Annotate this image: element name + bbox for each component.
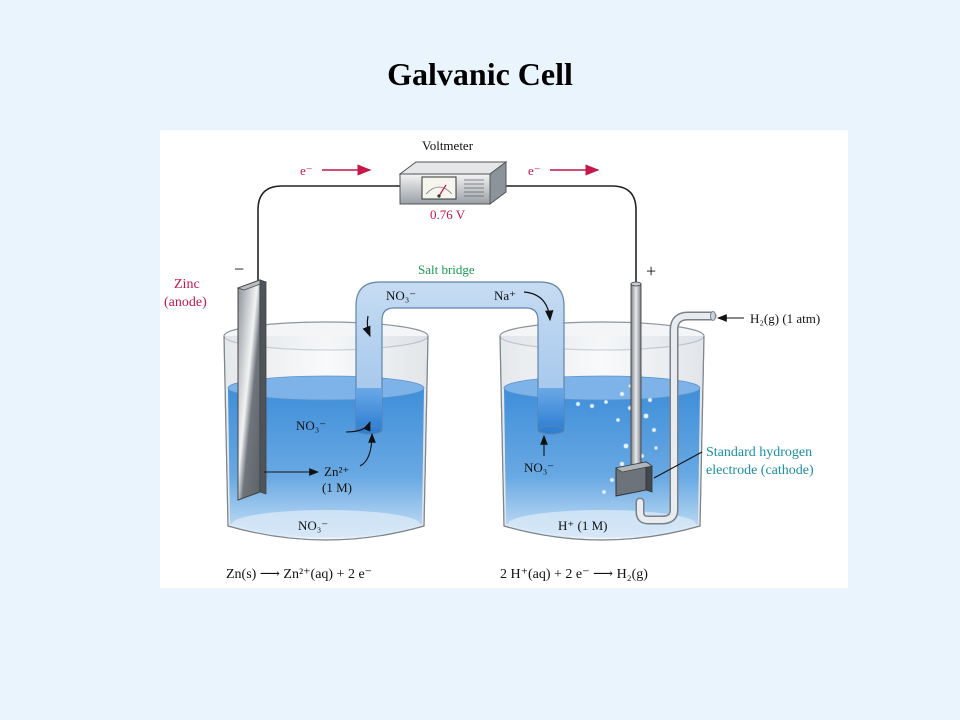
salt-bridge-anion: NO₃⁻ bbox=[386, 288, 416, 303]
left-concentration: (1 M) bbox=[322, 480, 352, 495]
hydrogen-electrode bbox=[615, 281, 653, 497]
salt-bridge-cation: Na⁺ bbox=[494, 288, 516, 303]
zinc-ion-to-bridge-arrow bbox=[359, 432, 376, 467]
galvanic-cell-diagram: Voltmeter 0.76 V e⁻ e⁻ − + Zinc (anode) bbox=[160, 130, 848, 588]
cathode-label-line2: electrode (cathode) bbox=[706, 463, 814, 478]
anode-half-reaction: Zn(s) ⟶ Zn²⁺(aq) + 2 e⁻ bbox=[226, 567, 372, 582]
salt-bridge-label: Salt bridge bbox=[418, 262, 475, 277]
zinc-label: Zinc bbox=[174, 277, 200, 292]
right-cation: H⁺ (1 M) bbox=[558, 518, 607, 533]
salt-bridge bbox=[355, 281, 565, 435]
left-anion-top: NO₃⁻ bbox=[296, 418, 326, 433]
right-anion: NO₃⁻ bbox=[524, 460, 554, 475]
electron-label-left: e⁻ bbox=[300, 163, 313, 178]
zinc-electrode bbox=[236, 279, 268, 501]
wire-left bbox=[257, 185, 400, 288]
cathode-pointer bbox=[653, 451, 703, 479]
diagram-canvas: Voltmeter 0.76 V e⁻ e⁻ − + Zinc (anode) bbox=[164, 138, 820, 582]
left-cation: Zn²⁺ bbox=[324, 464, 349, 479]
cathode-label-line1: Standard hydrogen bbox=[706, 445, 812, 460]
electron-label-right: e⁻ bbox=[528, 163, 541, 178]
voltmeter bbox=[398, 161, 508, 205]
left-anion-bottom: NO₃⁻ bbox=[298, 518, 328, 533]
hydrogen-gas-label: H₂(g) (1 atm) bbox=[750, 311, 820, 326]
voltmeter-reading: 0.76 V bbox=[430, 207, 466, 222]
hydrogen-inlet-tube bbox=[635, 311, 717, 525]
negative-terminal: − bbox=[234, 259, 244, 279]
anode-label: (anode) bbox=[164, 295, 207, 310]
anion-migration-arrow bbox=[345, 420, 371, 433]
slide-title: Galvanic Cell bbox=[387, 56, 573, 92]
cathode-half-reaction: 2 H⁺(aq) + 2 e⁻ ⟶ H₂(g) bbox=[500, 567, 648, 582]
positive-terminal: + bbox=[646, 261, 656, 281]
voltmeter-label: Voltmeter bbox=[422, 138, 474, 153]
wire-right bbox=[498, 185, 637, 288]
